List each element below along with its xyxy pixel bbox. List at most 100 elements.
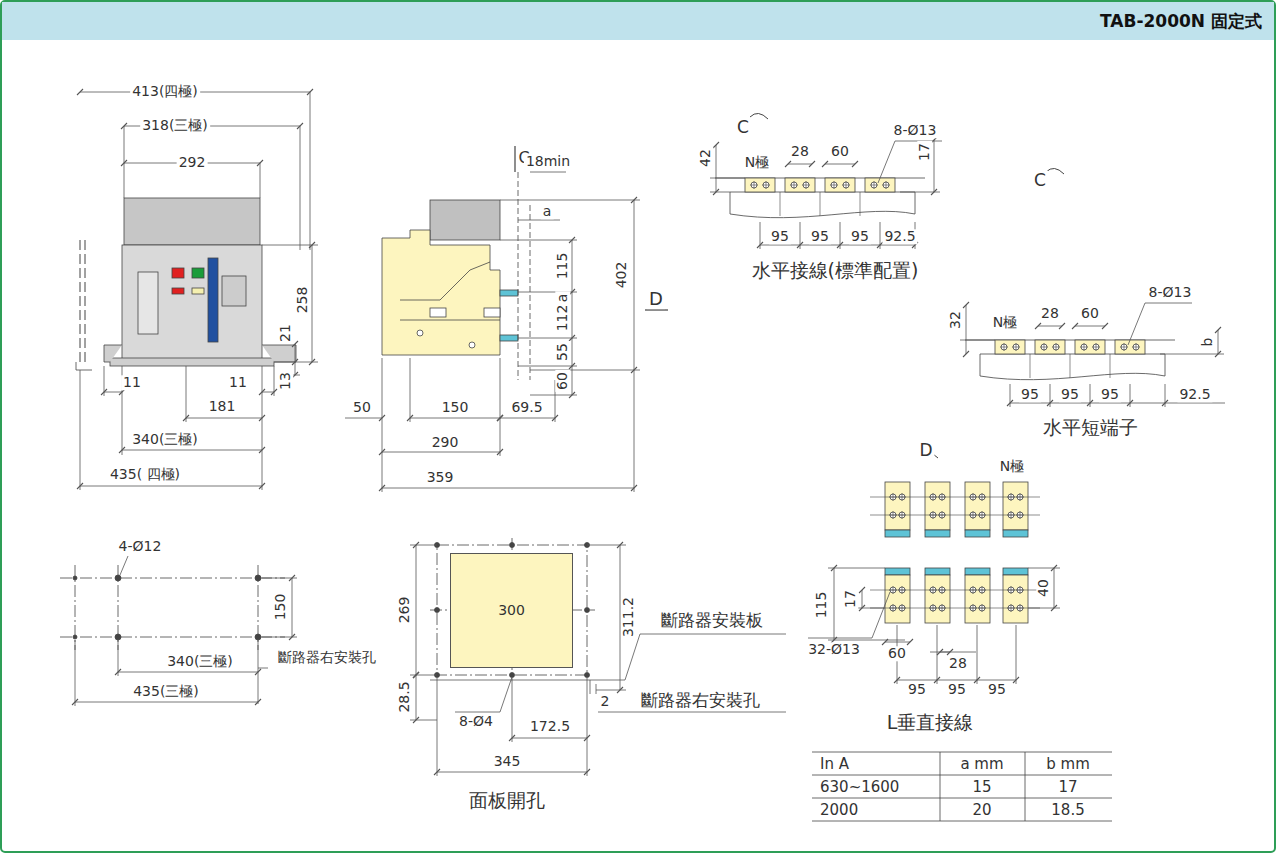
- terminal-end: [965, 568, 990, 575]
- body-slot: [484, 308, 500, 317]
- screw-hole: [510, 673, 515, 678]
- dimension-line: [966, 305, 967, 354]
- dimension-text: 8-Ø4: [457, 714, 495, 729]
- view-caption: 斷路器安裝板: [659, 611, 765, 630]
- breaker-top-cover: [124, 198, 260, 245]
- dimension-line: [530, 172, 566, 173]
- extension-line: [262, 637, 297, 638]
- hole-cross: [834, 181, 835, 189]
- view-caption: 水平短端子: [1041, 417, 1140, 438]
- vertical-terminal: [1003, 482, 1028, 530]
- table-rule: [812, 821, 1112, 822]
- view-caption: 斷路器右安裝孔: [639, 691, 762, 710]
- view-caption: 面板開孔: [467, 790, 547, 811]
- extension-line: [634, 370, 635, 492]
- dimension-tick: [497, 449, 503, 455]
- dimension-text: 290: [430, 435, 461, 450]
- breaker-front-body: [122, 245, 262, 360]
- hole-cross: [1044, 343, 1045, 351]
- dimension-line: [437, 772, 587, 773]
- table-cell: 20: [970, 802, 993, 819]
- extension-line: [186, 366, 187, 422]
- extension-line: [1165, 384, 1166, 407]
- table-cell: 2000: [818, 802, 860, 819]
- extension-line: [977, 625, 978, 684]
- dimension-line: [500, 418, 555, 419]
- terminal-end: [925, 530, 950, 537]
- breaker-body-section: [730, 192, 915, 218]
- table-cell: 17: [1056, 779, 1079, 796]
- dimension-tick: [259, 415, 265, 421]
- front-window: [138, 272, 158, 334]
- dimension-text: 92.5: [882, 229, 917, 244]
- extension-line: [437, 678, 438, 776]
- screw-hole: [585, 673, 590, 678]
- extension-line: [900, 192, 940, 193]
- terminal-bar: [500, 290, 518, 296]
- hole-cross: [874, 181, 875, 189]
- cutout-dimension: 300: [498, 603, 525, 618]
- dimension-text: 40: [1036, 577, 1051, 599]
- dimension-text: 95: [809, 229, 831, 244]
- hole-cross: [794, 181, 795, 189]
- dimension-line: [897, 680, 1016, 681]
- extension-line: [1090, 384, 1091, 407]
- dimension-line: [934, 140, 935, 192]
- body-rivet: [417, 330, 423, 336]
- extension-line: [1050, 384, 1051, 407]
- vertical-terminal: [965, 575, 990, 623]
- bolt-hole: [883, 182, 889, 188]
- view-arrow: [1046, 168, 1064, 174]
- dimension-tick: [413, 672, 419, 678]
- bolt-hole: [751, 182, 757, 188]
- dimension-text: 359: [425, 470, 456, 485]
- dimension-line: [788, 164, 812, 165]
- mounting-hole: [115, 634, 121, 640]
- dimension-text: 4-Ø12: [117, 539, 164, 554]
- view-caption: 水平接線(標準配置): [750, 260, 921, 281]
- dimension-line: [634, 200, 635, 370]
- dimension-text: N極: [991, 315, 1019, 330]
- leader-line: [455, 677, 512, 712]
- dimension-text: N極: [743, 155, 771, 170]
- extension-line: [1028, 608, 1060, 609]
- bolt-hole: [1133, 344, 1139, 350]
- table-rule: [1025, 752, 1026, 821]
- hole-cross: [886, 181, 887, 189]
- dimension-line: [862, 590, 863, 608]
- bolt-hole: [1001, 344, 1007, 350]
- extension-line: [500, 240, 577, 241]
- extension-line: [512, 682, 513, 742]
- view-caption: D: [917, 441, 934, 460]
- vertical-terminal: [925, 482, 950, 530]
- dimension-line: [345, 418, 382, 419]
- dimension-tick: [852, 161, 858, 167]
- hole-cross: [766, 181, 767, 189]
- extension-line: [382, 358, 383, 492]
- vertical-terminal: [885, 575, 910, 623]
- bus-terminal: [1115, 340, 1145, 354]
- dimension-text: 95: [1019, 387, 1041, 402]
- terminal-end: [885, 530, 910, 537]
- view-caption: C: [1032, 171, 1048, 190]
- screw-hole: [585, 608, 590, 613]
- dimension-text: 28.5: [397, 679, 412, 714]
- extension-line: [1010, 384, 1011, 407]
- dimension-line: [104, 392, 122, 393]
- terminal-end: [1003, 530, 1028, 537]
- panel-line: [518, 172, 519, 380]
- extension-line: [104, 366, 105, 396]
- dimension-text: 60: [886, 646, 908, 661]
- table-rule: [812, 798, 1112, 799]
- dimension-text: 28: [789, 144, 811, 159]
- view-caption: D: [647, 289, 665, 309]
- dimension-line: [312, 245, 313, 362]
- extension-line: [710, 178, 745, 179]
- dimension-tick: [255, 699, 261, 705]
- mounting-hole: [255, 575, 261, 581]
- extension-line: [1016, 625, 1017, 684]
- dimension-line: [1218, 330, 1219, 354]
- extension-line: [118, 640, 119, 676]
- screw-hole: [435, 608, 440, 613]
- extension-line: [587, 545, 626, 546]
